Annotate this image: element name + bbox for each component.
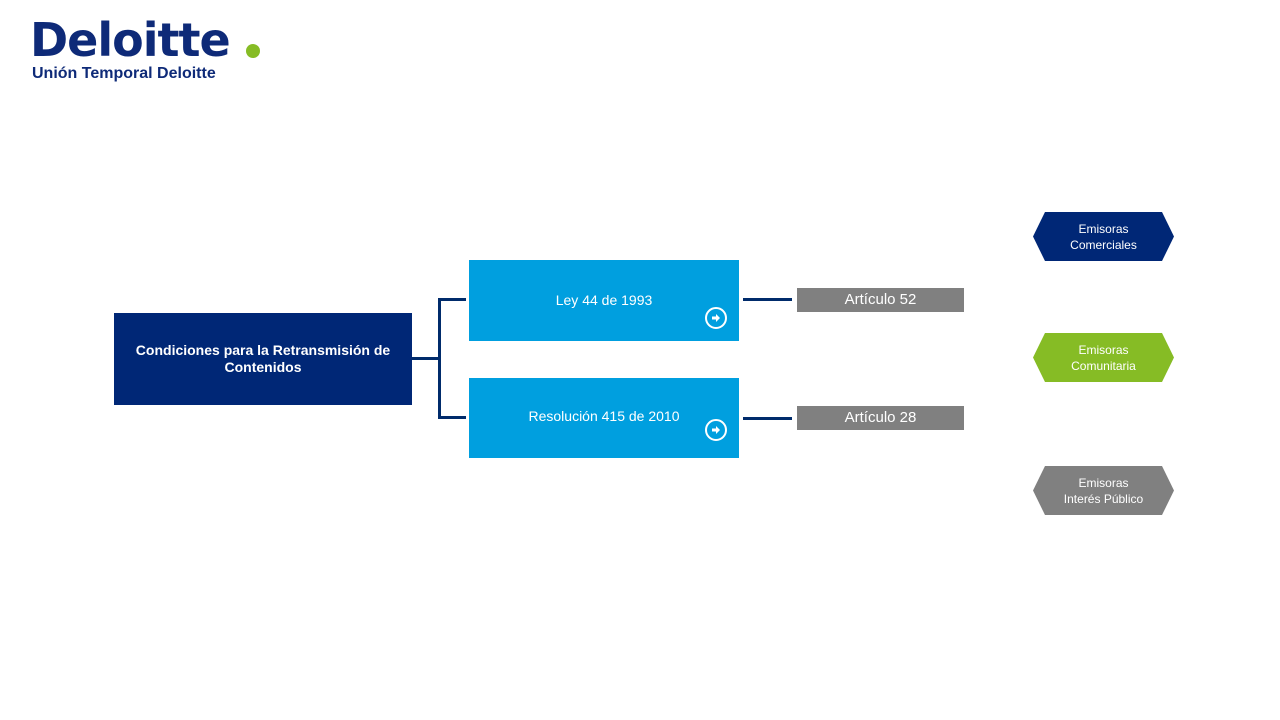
main-concept-box: Condiciones para la Retransmisión de Con…	[114, 313, 412, 405]
deloitte-logo-wordmark: Deloitte	[30, 13, 231, 67]
hex-line2: Comunitaria	[1071, 358, 1136, 373]
law-label: Resolución 415 de 2010	[528, 408, 680, 424]
logo-subtitle: Unión Temporal Deloitte	[32, 65, 216, 82]
deloitte-logo-dot	[246, 44, 260, 58]
connector-branch-top	[438, 298, 466, 301]
hex-line1: Emisoras	[1078, 475, 1129, 490]
main-concept-label: Condiciones para la Retransmisión de Con…	[135, 342, 391, 375]
connector-article-52	[743, 298, 792, 301]
connector-main-stub	[412, 357, 440, 360]
connector-branch-bottom	[438, 416, 466, 419]
arrow-right-circle-icon[interactable]	[705, 419, 727, 441]
law-box-resolucion-415[interactable]: Resolución 415 de 2010	[469, 378, 739, 458]
law-box-ley-44[interactable]: Ley 44 de 1993	[469, 260, 739, 341]
hex-line2: Comerciales	[1070, 237, 1137, 252]
law-label: Ley 44 de 1993	[555, 292, 653, 308]
arrow-right-circle-icon[interactable]	[705, 307, 727, 329]
hex-line2: Interés Público	[1063, 491, 1144, 506]
hex-emisoras-comunitaria: Emisoras Comunitaria	[1033, 333, 1174, 382]
hex-line1: Emisoras	[1078, 342, 1129, 357]
article-28-label: Artículo 28	[797, 406, 964, 430]
hex-emisoras-comerciales: Emisoras Comerciales	[1033, 212, 1174, 261]
connector-article-28	[743, 417, 792, 420]
hex-emisoras-interes-publico: Emisoras Interés Público	[1033, 466, 1174, 515]
connector-vertical	[438, 298, 441, 419]
article-52-label: Artículo 52	[797, 288, 964, 312]
hex-line1: Emisoras	[1078, 221, 1129, 236]
